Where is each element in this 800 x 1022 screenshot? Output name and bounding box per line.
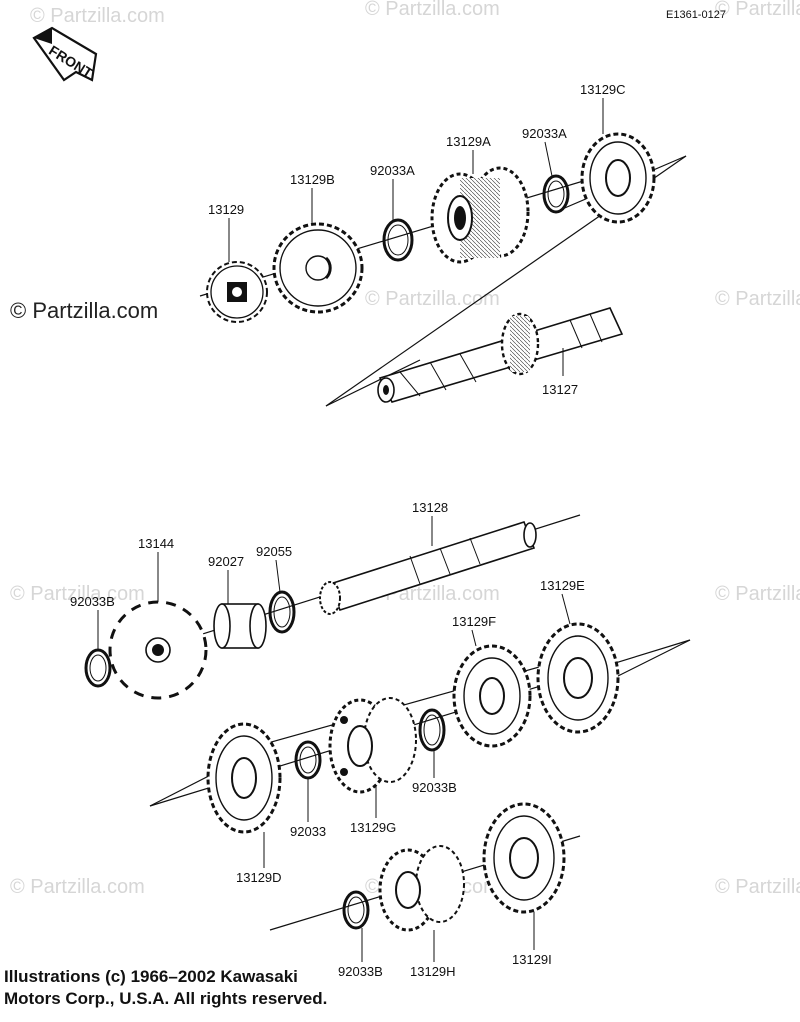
circlip-92033A-1 bbox=[382, 218, 414, 262]
label-13129: 13129 bbox=[208, 202, 244, 217]
label-92033B-3: 92033B bbox=[338, 964, 383, 979]
label-92055: 92055 bbox=[256, 544, 292, 559]
label-13129D: 13129D bbox=[236, 870, 282, 885]
gear-13129A bbox=[430, 166, 530, 264]
label-13129H: 13129H bbox=[410, 964, 456, 979]
collar-92027 bbox=[213, 603, 267, 649]
label-92033A-2: 92033A bbox=[522, 126, 567, 141]
watermark-text: © Partzilla.com bbox=[10, 583, 145, 605]
gear-13129B bbox=[272, 222, 364, 314]
sprocket-13144 bbox=[108, 600, 208, 700]
label-13129G: 13129G bbox=[350, 820, 396, 835]
label-13129C: 13129C bbox=[580, 82, 626, 97]
label-13129B: 13129B bbox=[290, 172, 335, 187]
watermark-text-dark: © Partzilla.com bbox=[10, 298, 158, 323]
circlip-92033A-2 bbox=[542, 174, 570, 214]
copyright-line: Motors Corp., U.S.A. All rights reserved… bbox=[4, 989, 328, 1008]
label-13129I: 13129I bbox=[512, 952, 552, 967]
watermark-text: © Partzilla.com bbox=[715, 876, 800, 898]
gear-13129F bbox=[452, 644, 532, 748]
gear-13129I bbox=[482, 802, 566, 914]
watermark-group: © Partzilla.com © Partzilla.com © Partzi… bbox=[10, 0, 800, 898]
label-92033: 92033 bbox=[290, 824, 326, 839]
circlip-92033B-3 bbox=[342, 890, 370, 930]
label-13129E: 13129E bbox=[540, 578, 585, 593]
watermark-text: © Partzilla.com bbox=[30, 5, 165, 27]
watermark-text: © Partzilla.com bbox=[715, 583, 800, 605]
copyright-notice: Illustrations (c) 1966–2002 Kawasaki Mot… bbox=[4, 966, 434, 1010]
label-13127: 13127 bbox=[542, 382, 578, 397]
watermark-text: © Partzilla.com bbox=[365, 288, 500, 310]
gear-13129H bbox=[378, 845, 465, 932]
gear-13129D bbox=[206, 722, 282, 834]
copyright-line: Illustrations (c) 1966–2002 Kawasaki bbox=[4, 967, 298, 986]
circlip-92033B-1 bbox=[84, 648, 112, 688]
circlip-92055 bbox=[268, 590, 296, 634]
watermark-text: © Partzilla.com bbox=[10, 876, 145, 898]
watermark-text: © Partzilla.com bbox=[365, 0, 500, 20]
circlip-92033 bbox=[294, 740, 322, 780]
label-13129F: 13129F bbox=[452, 614, 496, 629]
part-labels: 13129 13129B 92033A 13129A 92033A 13129C… bbox=[70, 82, 626, 979]
shaft-13128 bbox=[319, 521, 537, 615]
label-92033B-1: 92033B bbox=[70, 594, 115, 609]
gear-13129C bbox=[580, 132, 656, 224]
label-13128: 13128 bbox=[412, 500, 448, 515]
watermark-text: © Partzilla.com bbox=[715, 288, 800, 310]
watermark-text: © Partzilla.com bbox=[715, 0, 800, 20]
diagram-code: E1361-0127 bbox=[666, 9, 726, 21]
label-92027: 92027 bbox=[208, 554, 244, 569]
front-arrow-icon: FRONT bbox=[32, 26, 98, 82]
label-92033B-2: 92033B bbox=[412, 780, 457, 795]
circlip-92033B-2 bbox=[418, 708, 446, 752]
gear-13129 bbox=[206, 261, 268, 323]
gear-13129G bbox=[328, 697, 417, 794]
leader-lines bbox=[97, 98, 604, 962]
label-92033A-1: 92033A bbox=[370, 163, 415, 178]
label-13129A: 13129A bbox=[446, 134, 491, 149]
gear-13129E bbox=[536, 622, 620, 734]
shaft-13127 bbox=[377, 307, 624, 403]
label-13144: 13144 bbox=[138, 536, 174, 551]
